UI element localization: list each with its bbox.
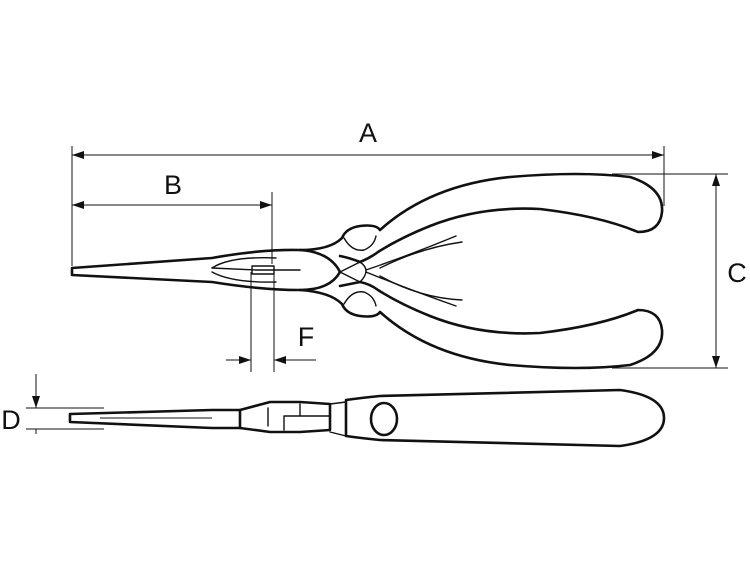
dimension-b-label: B xyxy=(164,170,182,200)
side-joint-detail xyxy=(267,403,331,431)
jaw-inner-line xyxy=(211,267,301,271)
spring-return xyxy=(379,241,463,301)
dimension-f-arrow-left xyxy=(239,356,251,364)
dimension-f-arrow-right xyxy=(274,356,286,364)
dimension-a-arrow-left xyxy=(72,151,84,159)
dimension-a-arrow-right xyxy=(652,151,664,159)
side-handle xyxy=(344,388,666,448)
pliers-side-view xyxy=(68,388,666,448)
dimension-b-arrow-right xyxy=(260,201,272,209)
dimension-a-label: A xyxy=(359,118,377,148)
dimension-d-label: D xyxy=(1,405,21,435)
upper-handle xyxy=(298,172,664,264)
lower-handle xyxy=(298,280,664,370)
jaw-cutter-edge xyxy=(211,257,277,283)
spring xyxy=(365,235,457,307)
dimension-c: C xyxy=(612,173,747,369)
dimension-c-arrow-top xyxy=(712,174,720,186)
pliers-top-view xyxy=(70,172,664,370)
upper-handle-bump xyxy=(343,235,377,251)
dimension-c-label: C xyxy=(727,258,747,288)
dimension-f: F xyxy=(226,272,316,372)
side-handle-hole xyxy=(369,401,399,437)
jaw-cutter-slot xyxy=(251,265,275,275)
dimension-b: B xyxy=(72,170,273,264)
dimension-b-arrow-left xyxy=(72,201,84,209)
side-nose xyxy=(68,408,242,430)
dimension-f-label: F xyxy=(298,322,315,352)
dimension-c-arrow-bottom xyxy=(712,356,720,368)
dimension-a: A xyxy=(71,118,665,266)
pivot-area xyxy=(339,261,367,283)
dimension-d-arrow-top xyxy=(32,396,40,408)
lower-handle-bump xyxy=(343,291,377,307)
side-joint xyxy=(238,400,332,434)
dimension-d: D xyxy=(1,374,104,435)
side-shim xyxy=(329,401,347,437)
